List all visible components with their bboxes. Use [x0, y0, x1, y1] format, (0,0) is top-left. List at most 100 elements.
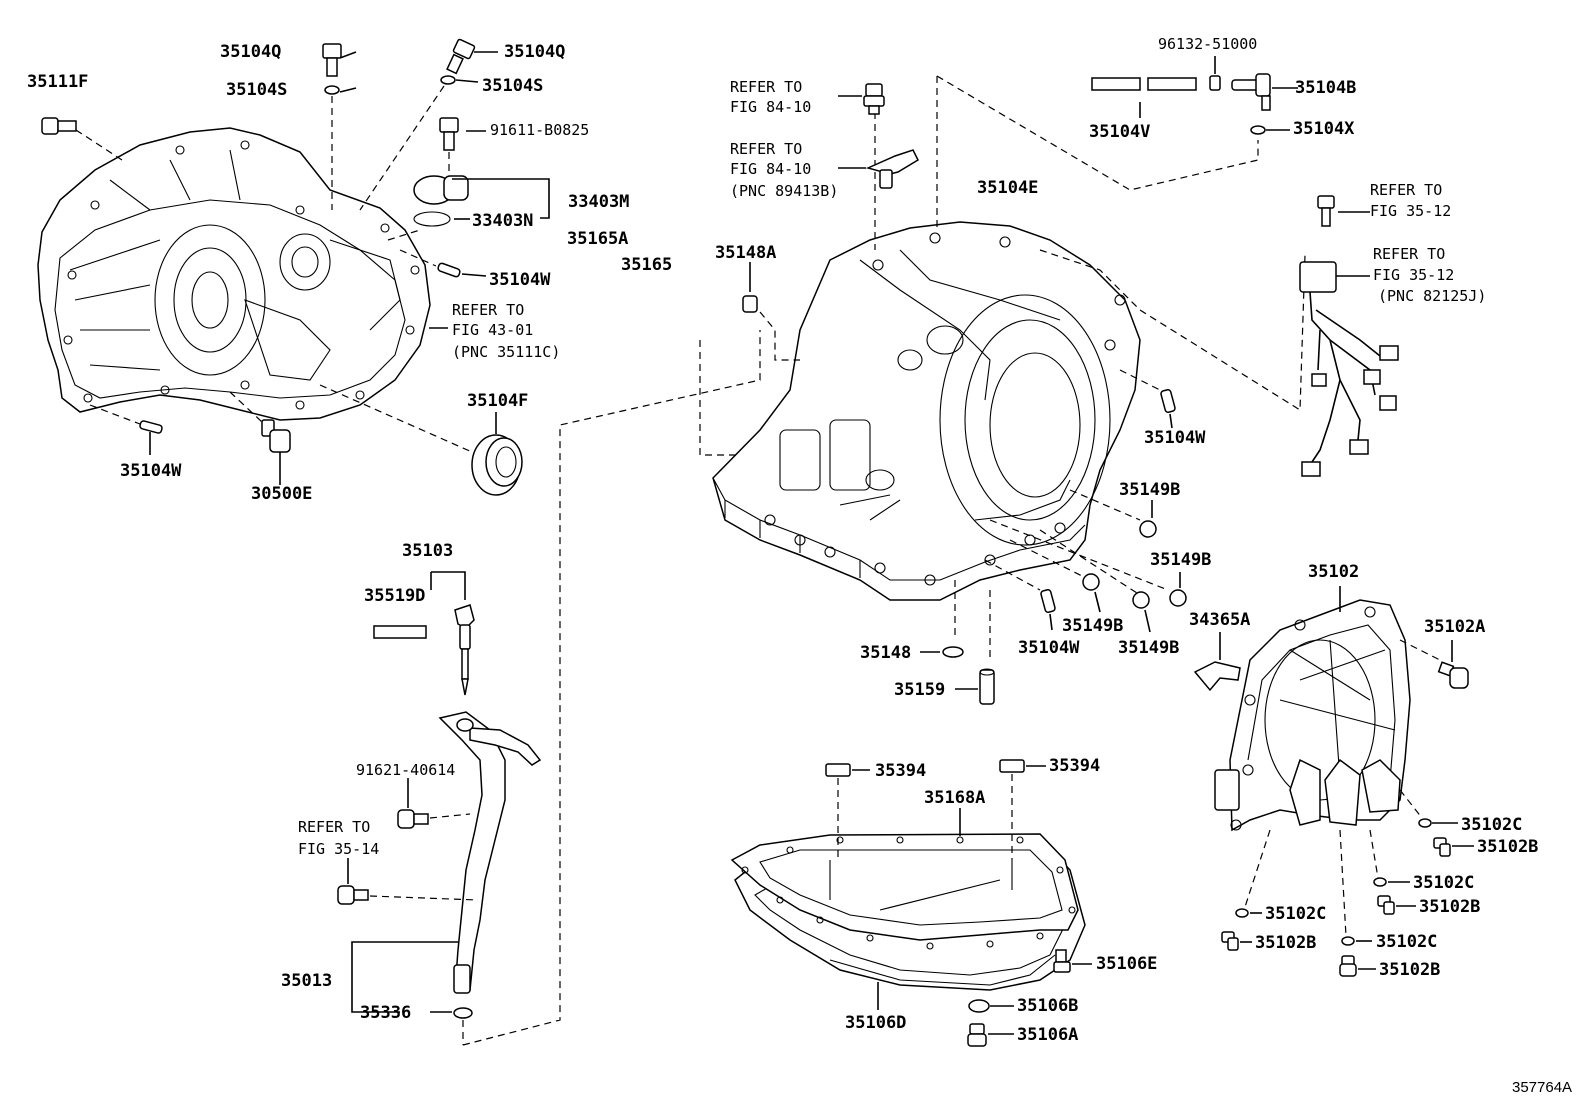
pin-35104W-d: [1040, 589, 1056, 613]
bolt-35104Q-b: [446, 38, 476, 75]
label-35013: 35013: [281, 971, 332, 991]
oil-seal-35104F: [471, 434, 523, 496]
ref1-line2: FIG 43-01: [452, 321, 533, 339]
ref6-line2: FIG 35-14: [298, 840, 379, 858]
gasket-35168A: [730, 833, 1079, 950]
label-35106A: 35106A: [1017, 1025, 1078, 1045]
ref5-line1: REFER TO: [1373, 245, 1445, 263]
oring-35102C-c: [1235, 908, 1249, 918]
refer-note-fig-43-01: REFER TO FIG 43-01 (PNC 35111C): [452, 301, 560, 361]
plug-35148A: [742, 295, 758, 313]
label-35104W-b: 35104W: [120, 461, 182, 481]
label-35149B-a: 35149B: [1119, 480, 1180, 500]
label-35104F: 35104F: [467, 391, 528, 411]
ref3-line3: (PNC 89413B): [730, 182, 838, 200]
bracket-34365A: [1193, 661, 1241, 692]
ref5-line2: FIG 35-12: [1373, 266, 1454, 284]
oil-filler-tube-35013: [438, 711, 542, 994]
label-35102C-b: 35102C: [1413, 873, 1474, 893]
bolt-91621-40614: [397, 809, 429, 829]
plug-35149B-d: [1132, 591, 1150, 609]
drain-plug-35106A: [967, 1023, 987, 1047]
ref4-line1: REFER TO: [1370, 181, 1442, 199]
extension-housing-35102: [1214, 599, 1411, 832]
label-35104E: 35104E: [977, 178, 1038, 198]
pin-35104W-b: [139, 420, 163, 434]
bolt-35111F: [41, 117, 77, 135]
label-33403M: 33403M: [568, 192, 629, 212]
label-35104S-b: 35104S: [482, 76, 543, 96]
label-34365A: 34365A: [1189, 610, 1250, 630]
label-35149B-d: 35149B: [1118, 638, 1179, 658]
transaxle-case-35104E: [712, 221, 1141, 601]
refer-note-fig-84-10-pnc: REFER TO FIG 84-10 (PNC 89413B): [730, 140, 838, 200]
nipple-35102B-d: [1339, 955, 1357, 977]
label-35104V: 35104V: [1089, 122, 1150, 142]
ref1-line1: REFER TO: [452, 301, 524, 319]
label-35149B-b: 35149B: [1150, 550, 1211, 570]
drain-plug-35106E: [1053, 949, 1071, 973]
refer-note-fig-35-14: REFER TO FIG 35-14: [298, 818, 379, 858]
label-30500E: 30500E: [251, 484, 312, 504]
label-35102: 35102: [1308, 562, 1359, 582]
oring-35104S-b: [440, 75, 456, 85]
label-35394-a: 35394: [875, 761, 926, 781]
label-35104B: 35104B: [1295, 78, 1356, 98]
pin-35104W-a: [437, 262, 461, 278]
nipple-35102B-c: [1221, 931, 1239, 951]
speed-sensor-33403M: [413, 175, 469, 205]
wire-harness-82125J: [1299, 261, 1399, 477]
label-35168A: 35168A: [924, 788, 985, 808]
refer-note-fig-35-12: REFER TO FIG 35-12: [1370, 181, 1451, 220]
label-35149B-c: 35149B: [1062, 616, 1123, 636]
tube-35104V-a: [1091, 77, 1141, 91]
pin-35104W-c: [1160, 389, 1176, 413]
label-35102A: 35102A: [1424, 617, 1485, 637]
refer-note-fig-84-10: REFER TO FIG 84-10: [730, 78, 811, 116]
ref2-line1: REFER TO: [730, 78, 802, 96]
label-35104Q-b: 35104Q: [504, 42, 565, 62]
label-35102B-d: 35102B: [1379, 960, 1440, 980]
label-35102B-c: 35102B: [1255, 933, 1316, 953]
label-91611-B0825: 91611-B0825: [490, 121, 589, 139]
oring-35102C-b: [1373, 877, 1387, 887]
label-35102C-a: 35102C: [1461, 815, 1522, 835]
oring-35102C-a: [1418, 818, 1432, 828]
plug-35149B-a: [1139, 520, 1157, 538]
label-35104W-c: 35104W: [1144, 428, 1206, 448]
gasket-35106B: [968, 999, 990, 1013]
label-35104S-a: 35104S: [226, 80, 287, 100]
label-35148: 35148: [860, 643, 911, 663]
bolt-35104Q-a: [322, 43, 342, 77]
converter-housing: [37, 127, 431, 421]
oil-level-gauge-35103: [454, 604, 475, 696]
label-35106E: 35106E: [1096, 954, 1157, 974]
oring-35104S-a: [324, 85, 340, 95]
label-35148A: 35148A: [715, 243, 776, 263]
diagram-code: 357764A: [1512, 1079, 1572, 1096]
label-35103: 35103: [402, 541, 453, 561]
refer-note-fig-35-12-pnc: REFER TO FIG 35-12 (PNC 82125J): [1373, 245, 1486, 305]
label-35104W-d: 35104W: [1018, 638, 1080, 658]
ref2-line2: FIG 84-10: [730, 98, 811, 116]
label-35519D: 35519D: [364, 586, 425, 606]
magnet-35394-b: [999, 759, 1025, 773]
ref6-line1: REFER TO: [298, 818, 370, 836]
label-35336: 35336: [360, 1003, 411, 1023]
magnet-35394-a: [825, 763, 851, 777]
label-35104W-a: 35104W: [489, 270, 551, 290]
ref5-line3: (PNC 82125J): [1378, 287, 1486, 305]
oring-33403N: [413, 211, 451, 227]
ref1-line3: (PNC 35111C): [452, 343, 560, 361]
plug-35149B-b: [1169, 589, 1187, 607]
label-35106D: 35106D: [845, 1013, 906, 1033]
ref4-line2: FIG 35-12: [1370, 202, 1451, 220]
label-35104Q-a: 35104Q: [220, 42, 281, 62]
part-labels: 35111F 35104Q 35104S 35104Q 35104S 91611…: [27, 35, 1538, 1045]
label-35102C-d: 35102C: [1376, 932, 1437, 952]
label-35159: 35159: [894, 680, 945, 700]
washer-35148: [942, 646, 964, 658]
bolt-fig-35-14: [337, 885, 369, 905]
label-96132-51000: 96132-51000: [1158, 35, 1257, 53]
